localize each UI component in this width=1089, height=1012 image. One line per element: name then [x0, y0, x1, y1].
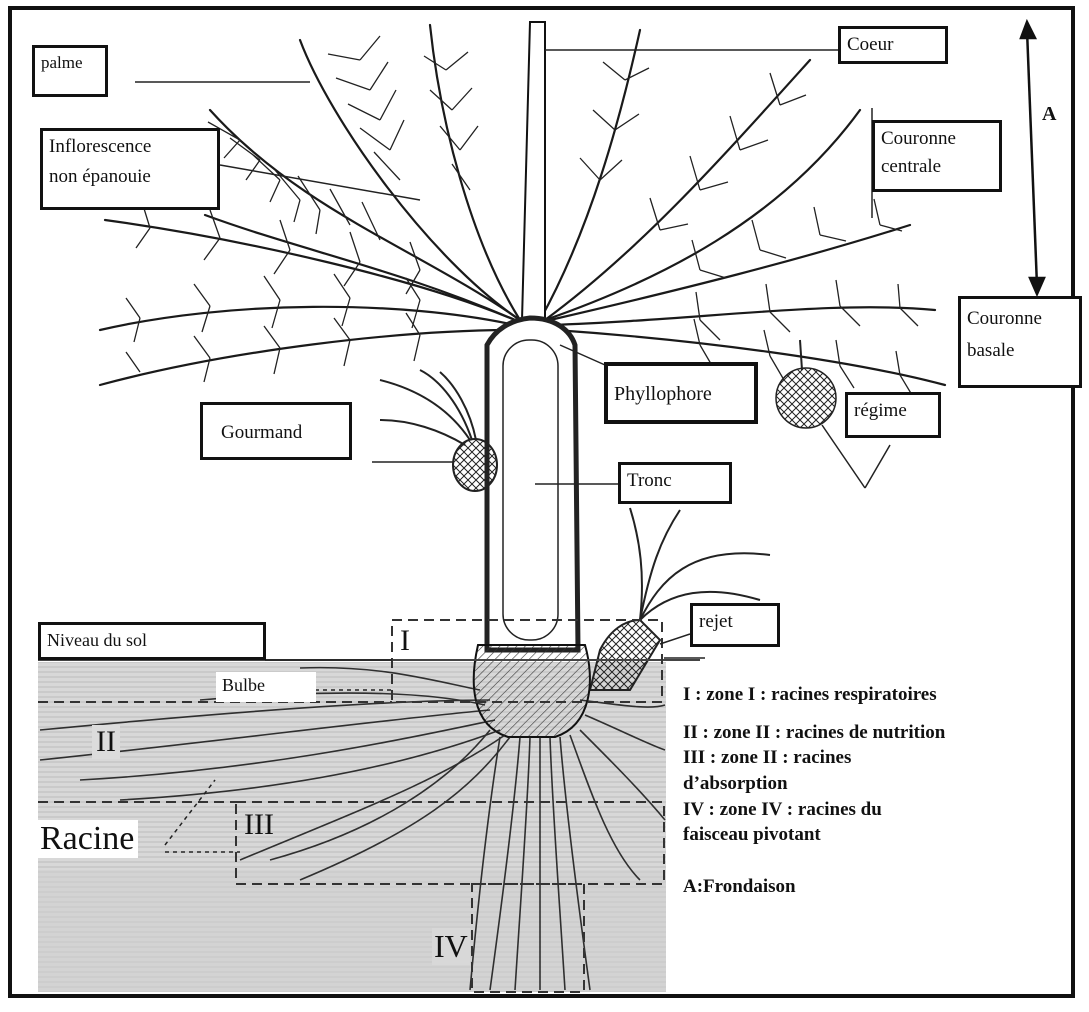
- axis-a-label: A: [1042, 103, 1056, 126]
- label-racine: Racine: [36, 820, 138, 858]
- label-regime: régime: [845, 392, 941, 438]
- legend-item-3-line1: III : zone II : racines: [683, 745, 1078, 771]
- zone-label-1: I: [400, 624, 410, 658]
- label-phyllophore: Phyllophore: [604, 362, 758, 424]
- rejet-shoot: [590, 508, 770, 690]
- legend-item-4-line2: faisceau pivotant: [683, 822, 1078, 848]
- label-palme: palme: [32, 45, 108, 97]
- label-inflorescence-line1: Inflorescence: [49, 135, 211, 159]
- label-couronne-basale-line1: Couronne: [967, 307, 1073, 331]
- label-couronne-basale: Couronne basale: [958, 296, 1082, 388]
- label-bulbe: Bulbe: [216, 672, 316, 702]
- label-inflorescence: Inflorescence non épanouie: [40, 128, 220, 210]
- trunk-core: [503, 340, 558, 640]
- label-couronne-centrale-line2: centrale: [881, 155, 993, 179]
- label-inflorescence-line2: non épanouie: [49, 165, 211, 189]
- heart-spike: [522, 22, 545, 320]
- label-rejet: rejet: [690, 603, 780, 647]
- label-coeur: Coeur: [838, 26, 948, 64]
- soil-deep: [38, 870, 666, 992]
- label-couronne-basale-line2: basale: [967, 339, 1073, 363]
- label-niveau-du-sol: Niveau du sol: [38, 622, 266, 660]
- gourmand-shoot: [380, 370, 497, 491]
- bulb: [474, 645, 590, 737]
- zone-label-3: III: [244, 808, 274, 842]
- legend-item-2: II : zone II : racines de nutrition: [683, 720, 1078, 746]
- label-gourmand: Gourmand: [200, 402, 352, 460]
- label-tronc: Tronc: [618, 462, 732, 504]
- legend-item-1: I : zone I : racines respiratoires: [683, 682, 1078, 708]
- label-couronne-centrale: Couronne centrale: [872, 120, 1002, 192]
- label-couronne-centrale-line1: Couronne: [881, 127, 993, 151]
- frondaison-arrow: [1021, 22, 1044, 294]
- zone-legend: I : zone I : racines respiratoires II : …: [683, 682, 1078, 899]
- legend-item-3-line2: d’absorption: [683, 771, 1078, 797]
- zone-label-2: II: [92, 725, 120, 759]
- legend-item-a: A:Frondaison: [683, 874, 1078, 900]
- zone-label-4: IV: [432, 928, 470, 965]
- legend-item-4-line1: IV : zone IV : racines du: [683, 797, 1078, 823]
